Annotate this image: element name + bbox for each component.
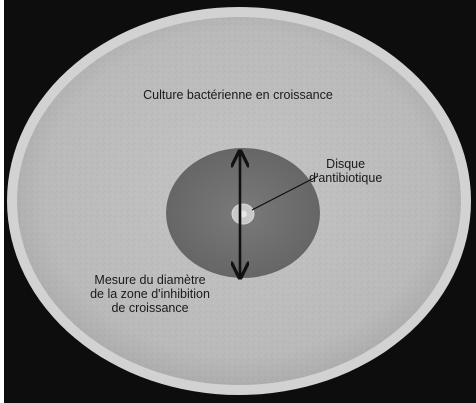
mesure-label-line-1: Mesure du diamètre xyxy=(62,273,238,287)
disque-label-line-1: Disque xyxy=(309,157,382,171)
mesure-label-line-3: de croissance xyxy=(62,301,238,315)
culture-label: Culture bactérienne en croissance xyxy=(0,88,476,102)
disque-label: Disque d'antibiotique xyxy=(309,157,382,185)
mesure-label: Mesure du diamètre de la zone d'inhibiti… xyxy=(62,273,238,315)
mesure-label-line-2: de la zone d'inhibition xyxy=(62,287,238,301)
left-border xyxy=(0,0,4,403)
disque-label-line-2: d'antibiotique xyxy=(309,171,382,185)
